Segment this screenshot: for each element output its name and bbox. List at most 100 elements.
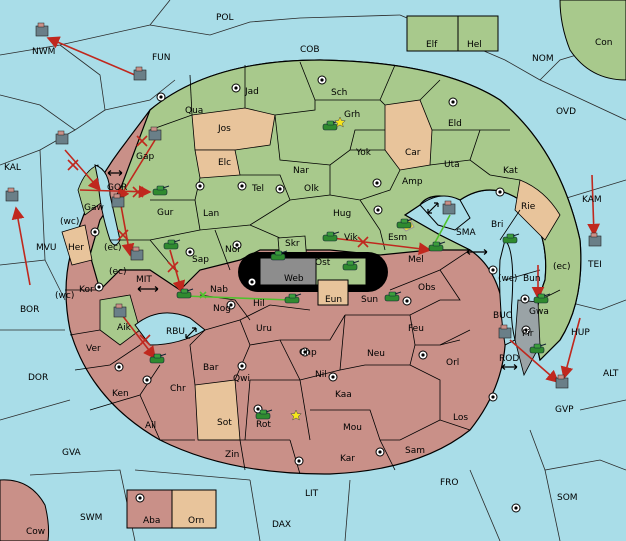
- label-gor: GOR: [107, 183, 127, 193]
- label-orn: Orn: [188, 516, 204, 526]
- label-elc: Elc: [218, 158, 231, 168]
- label-kor: Kor: [79, 285, 94, 295]
- label-bor: BOR: [20, 305, 39, 315]
- label-mel: Mel: [408, 255, 424, 265]
- label-fun: FUN: [152, 53, 171, 63]
- label-zin: Zin: [225, 450, 239, 460]
- coast-tag-wc-kor: (wc): [55, 291, 74, 301]
- label-gur: Gur: [157, 208, 174, 218]
- label-qua: Qua: [185, 106, 203, 116]
- label-tel: Tel: [251, 184, 264, 194]
- sea-gor-channel: [94, 164, 121, 246]
- province-jos: [191, 107, 276, 151]
- label-nog: Nog: [213, 304, 231, 314]
- province-aik: [99, 294, 141, 346]
- province-elf: [406, 15, 459, 52]
- label-nom: NOM: [532, 54, 554, 64]
- label-orl: Orl: [446, 358, 459, 368]
- label-buc: BUC: [493, 311, 512, 321]
- label-fro: FRO: [440, 478, 459, 488]
- label-ken: Ken: [112, 389, 129, 399]
- coast-tag-ec-kor: (ec): [109, 267, 127, 277]
- label-sap: Sap: [192, 255, 209, 265]
- coast-tag-wc-gaw: (wc): [60, 217, 79, 227]
- label-sch: Sch: [331, 88, 347, 98]
- label-sun: Sun: [361, 295, 378, 305]
- label-hug: Hug: [333, 209, 351, 219]
- label-cow: Cow: [26, 527, 45, 537]
- label-gva: GVA: [62, 448, 82, 458]
- label-web: Web: [284, 274, 304, 284]
- label-car: Car: [405, 148, 421, 158]
- province-hel: [457, 15, 499, 52]
- failed-order-marks: [67, 135, 369, 346]
- coast-tag-ec-her: (ec): [104, 243, 122, 253]
- province-orn: [171, 489, 217, 529]
- label-kal: KAL: [4, 163, 21, 173]
- label-elf: Elf: [426, 40, 438, 50]
- label-neu: Neu: [367, 349, 385, 359]
- label-lit: LIT: [305, 489, 319, 499]
- label-swm: SWM: [80, 513, 102, 523]
- province-sot: [194, 379, 241, 441]
- label-sam: Sam: [405, 446, 425, 456]
- label-nwm: NWM: [32, 47, 55, 57]
- label-bar: Bar: [203, 363, 219, 373]
- province-rie: [514, 179, 561, 241]
- label-rbu: RBU: [166, 327, 185, 337]
- label-rie: Rie: [521, 202, 536, 212]
- label-tei: TEI: [587, 260, 602, 270]
- label-nor: Nor: [225, 245, 241, 255]
- label-con: Con: [595, 38, 613, 48]
- label-feu: Feu: [408, 324, 424, 334]
- label-skr: Skr: [285, 239, 300, 249]
- coast-tag-wc-bun: (wc): [498, 274, 517, 284]
- label-alt: ALT: [603, 369, 619, 379]
- label-gvp: GVP: [555, 405, 574, 415]
- label-rod: ROD: [499, 354, 519, 364]
- province-eun-inner: [317, 279, 349, 306]
- label-bri: Bri: [491, 220, 503, 230]
- label-yok: Yok: [355, 148, 372, 158]
- label-mit: MIT: [136, 275, 152, 285]
- label-lan: Lan: [203, 209, 219, 219]
- capital-stars: [290, 116, 346, 421]
- label-gaw: Gaw: [84, 203, 104, 213]
- label-kar: Kar: [340, 454, 355, 464]
- label-ver: Ver: [86, 344, 101, 354]
- label-rot: Rot: [256, 420, 271, 430]
- label-aik: Aik: [117, 323, 132, 333]
- label-olk: Olk: [304, 184, 320, 194]
- label-pol: POL: [216, 13, 234, 23]
- label-ail: Ail: [145, 421, 156, 431]
- label-eld: Eld: [448, 119, 462, 129]
- order-arrows: [11, 36, 601, 384]
- province-aba: [126, 489, 173, 529]
- label-nab: Nab: [210, 285, 228, 295]
- label-hil: Hil: [253, 299, 265, 309]
- label-her: Her: [68, 243, 84, 253]
- label-pir: Pir: [522, 329, 534, 339]
- province-her: [61, 224, 93, 266]
- label-los: Los: [453, 413, 468, 423]
- sea-buc-channel: [499, 239, 516, 346]
- label-esm: Esm: [388, 233, 407, 243]
- label-kat: Kat: [503, 166, 518, 176]
- label-qwi: Qwi: [233, 374, 250, 384]
- label-nar: Nar: [293, 166, 309, 176]
- label-amp: Amp: [402, 177, 423, 187]
- label-dax: DAX: [272, 520, 291, 530]
- label-aba: Aba: [143, 516, 160, 526]
- province-cow: [0, 479, 50, 541]
- label-mvu: MVU: [36, 243, 57, 253]
- coast-tag-ec-bun: (ec): [553, 262, 571, 272]
- province-con: [559, 0, 626, 81]
- label-sma: SMA: [456, 228, 476, 238]
- label-kam: KAM: [582, 195, 602, 205]
- province-borders: [65, 61, 561, 475]
- label-sot: Sot: [217, 418, 232, 428]
- label-kaa: Kaa: [335, 390, 352, 400]
- label-jad: Jad: [244, 87, 259, 97]
- label-gwa: Gwa: [529, 307, 549, 317]
- label-vik: Vik: [344, 233, 358, 243]
